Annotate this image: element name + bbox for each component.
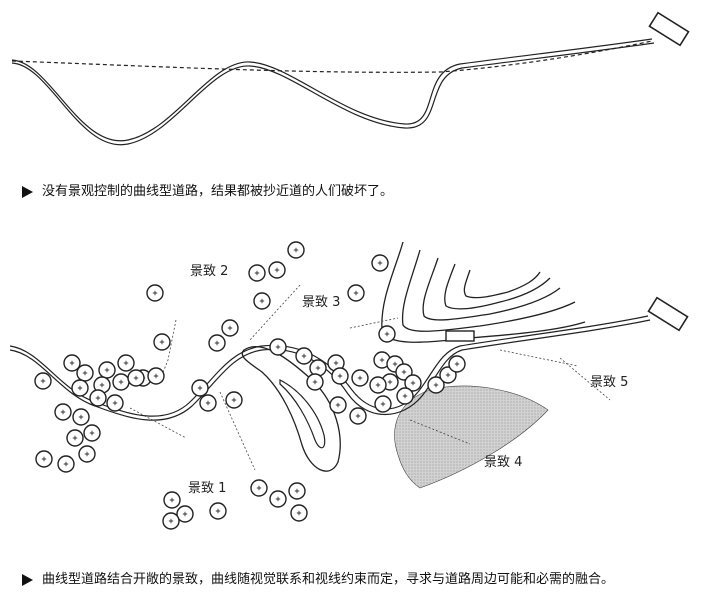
tree-icon (369, 376, 387, 394)
tree-icon (269, 490, 287, 508)
tree-icon (427, 376, 445, 394)
tree-icon (268, 261, 286, 279)
curved-road-inner (11, 42, 655, 146)
tree-icon (72, 408, 90, 426)
bullet-arrow-icon (22, 186, 33, 198)
caption-top-text: 没有景观控制的曲线型道路，结果都被抄近道的人们破坏了。 (42, 184, 394, 199)
tree-icon (331, 367, 349, 385)
building-icon (648, 11, 690, 47)
hill-contours (381, 241, 586, 343)
tree-icon (371, 254, 389, 272)
tree-icon (34, 372, 52, 390)
tree-icon (448, 355, 466, 373)
small-building-icon (445, 330, 475, 342)
tree-icon (248, 264, 266, 282)
tree-icon (153, 333, 171, 351)
tree-icon (221, 319, 239, 337)
bullet-arrow-icon (22, 574, 33, 586)
tree-icon (191, 379, 209, 397)
tree-icon (63, 354, 81, 372)
tree-icon (117, 354, 135, 372)
tree-icon (349, 407, 367, 425)
tree-icon (288, 482, 306, 500)
tree-icon (396, 387, 414, 405)
building-icon (647, 296, 689, 332)
tree-icon (250, 479, 268, 497)
caption-top: 没有景观控制的曲线型道路，结果都被抄近道的人们破坏了。 (22, 184, 393, 200)
scenic-view-label-4: 景致 4 (484, 455, 522, 470)
tree-icon (163, 491, 181, 509)
tree-icon (269, 338, 287, 356)
pond-outer (241, 345, 341, 472)
tree-icon (295, 347, 313, 365)
tree-icon (378, 325, 396, 343)
tree-icon (54, 403, 72, 421)
road-edge-upper (9, 315, 649, 417)
top-road-diagram (11, 11, 690, 146)
scenic-view-label-2: 景致 2 (190, 264, 228, 279)
tree-group (34, 241, 466, 530)
pond-inner (279, 379, 326, 449)
curved-road-outer (11, 38, 653, 142)
tree-icon (78, 445, 96, 463)
tree-icon (290, 504, 308, 522)
caption-bottom-text: 曲线型道路结合开敞的景致，曲线随视觉联系和视线约束而定，寻求与道路周边可能和必需… (42, 572, 615, 587)
tree-icon (106, 394, 124, 412)
tree-icon (83, 424, 101, 442)
tree-icon (57, 455, 75, 473)
scenic-view-label-3: 景致 3 (302, 295, 340, 310)
tree-icon (162, 512, 180, 530)
tree-icon (306, 373, 324, 391)
tree-icon (309, 359, 327, 377)
tree-icon (209, 502, 227, 520)
tree-icon (89, 389, 107, 407)
tree-icon (127, 369, 145, 387)
tree-icon (287, 241, 305, 259)
tree-icon (347, 284, 365, 302)
tree-icon (404, 374, 422, 392)
tree-icon (35, 450, 53, 468)
tree-icon (66, 429, 84, 447)
bottom-road-diagram: 景致 1 景致 2 景致 3 景致 4 景致 5 (9, 241, 689, 530)
tree-icon (351, 369, 369, 387)
tree-icon (374, 395, 392, 413)
tree-icon (199, 394, 217, 412)
tree-icon (225, 391, 243, 409)
tree-icon (146, 284, 164, 302)
caption-bottom: 曲线型道路结合开敞的景致，曲线随视觉联系和视线约束而定，寻求与道路周边可能和必需… (22, 572, 614, 588)
tree-icon (98, 361, 116, 379)
scenic-view-label-5: 景致 5 (590, 375, 628, 390)
tree-icon (329, 396, 347, 414)
shortcut-path (11, 40, 653, 73)
tree-icon (147, 367, 165, 385)
tree-icon (71, 379, 89, 397)
scenic-view-label-1: 景致 1 (188, 481, 226, 496)
tree-icon (176, 505, 194, 523)
tree-icon (208, 334, 226, 352)
tree-icon (76, 364, 94, 382)
tree-icon (253, 292, 271, 310)
tree-icon (112, 373, 130, 391)
sight-lines (129, 284, 611, 471)
